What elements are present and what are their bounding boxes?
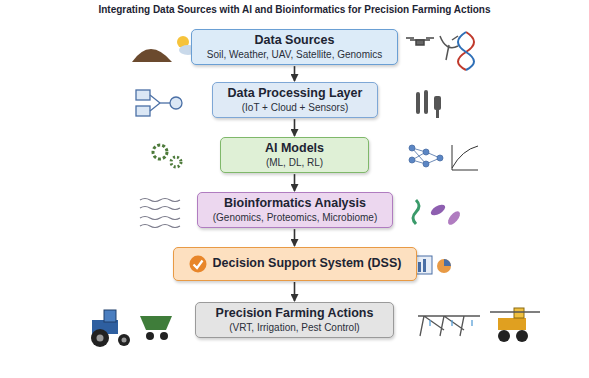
box-heading: Decision Support System (DSS): [213, 256, 402, 272]
text-group: AI Models(ML, DL, RL): [265, 141, 324, 169]
text-group: Precision Farming Actions(VRT, Irrigatio…: [216, 306, 374, 334]
soil-icon: [132, 49, 172, 62]
text-group: Data Processing Layer(IoT + Cloud + Sens…: [228, 86, 363, 114]
flow-arrow: [294, 66, 296, 81]
flow-arrow: [294, 174, 296, 191]
flow-arrow: [294, 229, 296, 246]
process-box: Data SourcesSoil, Weather, UAV, Satellit…: [191, 29, 398, 65]
box-heading: Data Sources: [207, 33, 382, 49]
box-heading: Data Processing Layer: [228, 86, 363, 102]
box-subtitle: (ML, DL, RL): [265, 157, 324, 170]
box-subtitle: (IoT + Cloud + Sensors): [228, 102, 363, 115]
microbe-icon: [413, 200, 462, 227]
flow-arrow: [294, 119, 296, 136]
gear-icon: [153, 145, 181, 167]
diagram-title: Integrating Data Sources with AI and Bio…: [0, 4, 589, 15]
box-heading: AI Models: [265, 141, 324, 157]
satellite-icon: [440, 36, 458, 60]
spreader-icon: [140, 316, 172, 340]
box-subtitle: (Genomics, Proteomics, Microbiome): [213, 212, 377, 225]
box-heading: Precision Farming Actions: [216, 306, 374, 322]
sensor-icon: [416, 90, 441, 118]
process-box: Precision Farming Actions(VRT, Irrigatio…: [195, 302, 394, 338]
process-box: Bioinformatics Analysis(Genomics, Proteo…: [197, 192, 393, 228]
flow-arrow: [294, 282, 296, 301]
box-subtitle: Soil, Weather, UAV, Satellite, Genomics: [207, 49, 382, 62]
irrigation-icon: [418, 316, 480, 336]
process-box: Decision Support System (DSS): [173, 247, 417, 281]
neural-net-icon: [409, 145, 478, 170]
text-group: Bioinformatics Analysis(Genomics, Proteo…: [213, 196, 377, 224]
dna-icon: [458, 32, 474, 70]
text-group: Data SourcesSoil, Weather, UAV, Satellit…: [207, 33, 382, 61]
check-icon: [189, 255, 207, 273]
box-heading: Bioinformatics Analysis: [213, 196, 377, 212]
sequence-icon: [140, 199, 180, 228]
text-group: Decision Support System (DSS): [213, 256, 402, 272]
network-icon: [136, 90, 182, 116]
drone-icon: [406, 38, 434, 45]
tractor-icon: [91, 310, 130, 347]
process-box: AI Models(ML, DL, RL): [220, 137, 369, 173]
box-subtitle: (VRT, Irrigation, Pest Control): [216, 322, 374, 335]
process-box: Data Processing Layer(IoT + Cloud + Sens…: [212, 82, 378, 118]
sprayer-icon: [490, 308, 540, 342]
